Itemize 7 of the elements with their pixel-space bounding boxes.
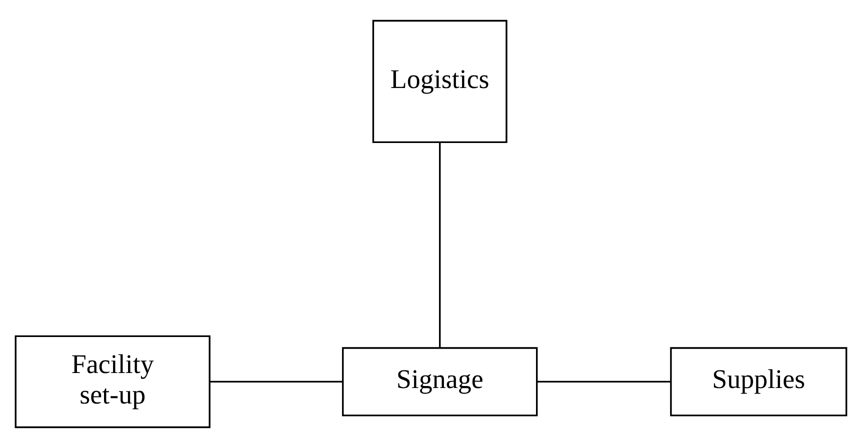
node-box: Supplies	[670, 346, 848, 416]
node-box: Facility set-up	[14, 334, 210, 428]
node-box: Signage	[342, 346, 538, 416]
connector	[210, 380, 343, 382]
connector	[537, 380, 671, 382]
node-box: Logistics	[372, 19, 508, 143]
connector	[439, 142, 441, 347]
